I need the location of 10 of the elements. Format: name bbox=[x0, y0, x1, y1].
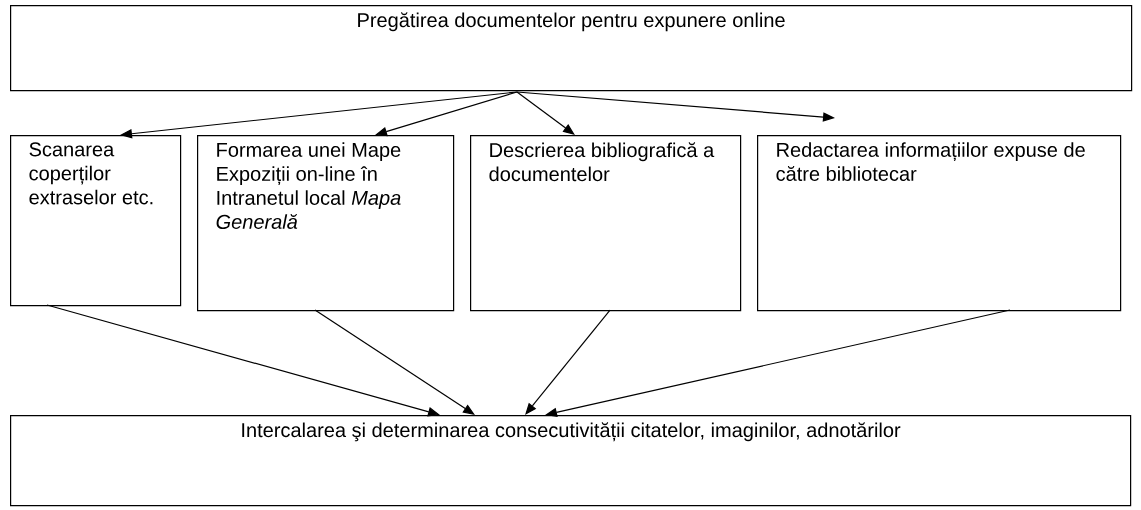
arrow bbox=[314, 309, 475, 415]
process-box: Formarea unei Mape Expoziții on-line în Intranetul local Mapa Generală bbox=[197, 135, 455, 312]
process-box: Redactarea informațiilor expuse de către bibliotecar bbox=[757, 135, 1122, 312]
arrow bbox=[516, 91, 575, 135]
process-box: Pregătirea documentelor pentru expunere online bbox=[10, 5, 1133, 92]
arrow bbox=[525, 309, 611, 415]
process-box: Intercalarea şi determinarea consecutivității citatelor, imaginilor, adnotărilor bbox=[10, 415, 1132, 507]
process-box: Descrierea bibliografică a documentelor bbox=[470, 135, 742, 312]
arrow bbox=[46, 304, 440, 417]
process-box: Scanarea coperților extraselor etc. bbox=[10, 135, 182, 307]
